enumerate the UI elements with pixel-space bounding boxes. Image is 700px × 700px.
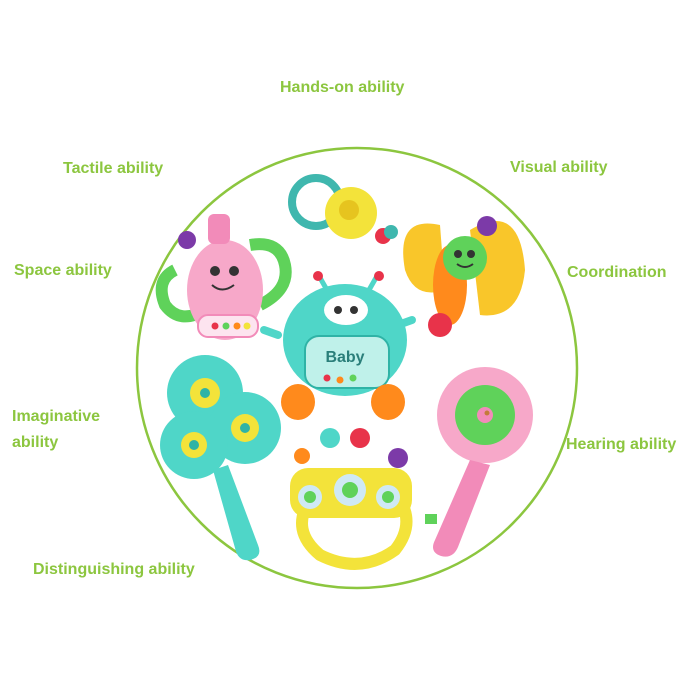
pink-windmill-rattle bbox=[425, 367, 533, 557]
label-space-ability: Space ability bbox=[14, 262, 112, 279]
label-visual-ability: Visual ability bbox=[510, 159, 608, 176]
label-imaginative-line1: Imaginative bbox=[12, 408, 101, 425]
frog-rattle bbox=[290, 428, 413, 570]
baby-plate-text: Baby bbox=[325, 349, 364, 366]
pink-bear-teether bbox=[155, 214, 292, 340]
label-distinguishing-ability: Distinguishing ability bbox=[33, 561, 195, 578]
label-coordination: Coordination bbox=[567, 264, 667, 281]
butterfly-teether bbox=[403, 216, 525, 337]
baby-monster-rattle: Baby bbox=[260, 271, 416, 420]
ring-rattle-toy bbox=[288, 174, 398, 244]
label-tactile-ability: Tactile ability bbox=[63, 160, 164, 177]
teal-windmill-rattle bbox=[160, 355, 281, 561]
label-hearing-ability: Hearing ability bbox=[566, 436, 677, 453]
outline-circle bbox=[135, 146, 579, 590]
label-hands-on-ability: Hands-on ability bbox=[280, 79, 405, 96]
label-imaginative-line2: ability bbox=[12, 434, 59, 451]
